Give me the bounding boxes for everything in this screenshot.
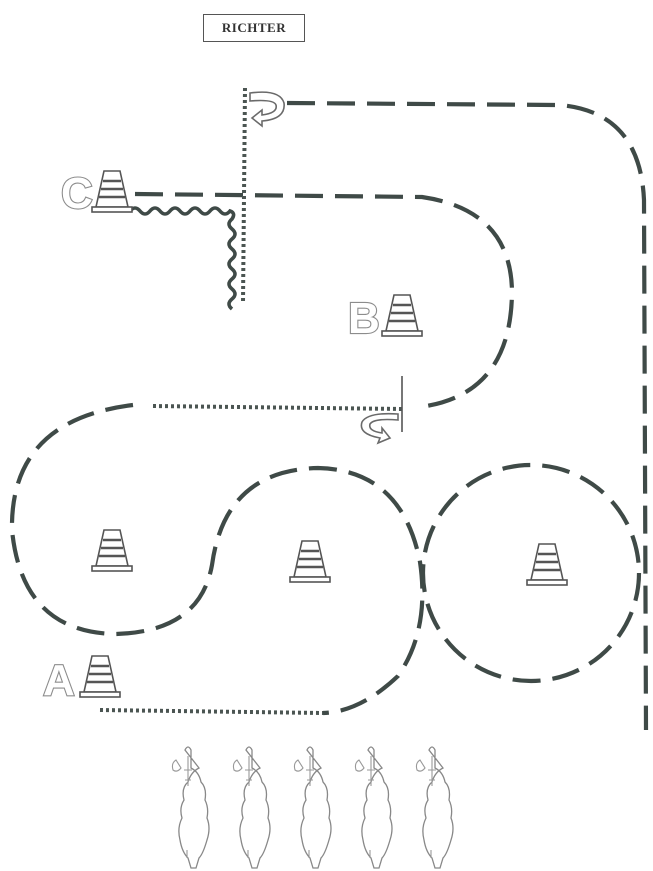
wavy-line <box>128 206 237 311</box>
marker-c: C <box>60 168 134 219</box>
marker-b-letter: B <box>348 294 380 343</box>
dotted-route <box>99 87 404 715</box>
dashed-route <box>9 100 649 731</box>
cone-icon <box>90 169 134 214</box>
marker-b: B <box>347 293 424 344</box>
turn-arrow-top <box>249 91 285 128</box>
judge-label: RICHTER <box>221 20 287 35</box>
turn-arrow-middle <box>360 412 399 445</box>
cone-icon <box>380 293 424 338</box>
horses-lineup <box>171 746 454 869</box>
marker-a: A <box>42 654 122 706</box>
cone-icon <box>525 542 569 587</box>
marker-a-letter: A <box>43 656 75 705</box>
cone-icon <box>90 528 134 573</box>
horse-icon <box>232 746 271 869</box>
horse-icon <box>293 746 332 869</box>
marker-c-letter: C <box>61 169 93 218</box>
horse-icon <box>354 746 393 869</box>
cone-icon <box>288 539 332 584</box>
horse-icon <box>415 746 454 869</box>
cone-icon <box>78 654 122 699</box>
judge-box: RICHTER <box>203 14 305 42</box>
horse-icon <box>171 746 210 869</box>
